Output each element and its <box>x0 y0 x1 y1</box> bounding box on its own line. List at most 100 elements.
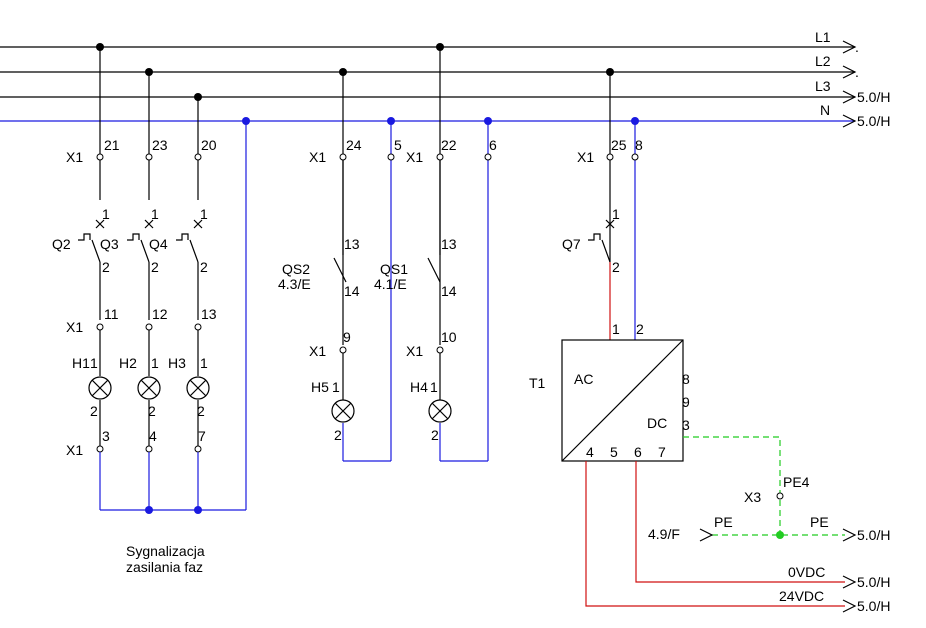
lamp-h4-symbol <box>428 399 452 423</box>
psu-pin-5: 5 <box>610 444 618 460</box>
bus-l2-label: L2 <box>815 53 831 69</box>
bus-l1-ref: . <box>855 39 859 55</box>
bus-l3-ref: 5.0/H <box>857 89 890 105</box>
psu-pin-2: 2 <box>636 321 644 337</box>
lamp-h1-symbol <box>88 376 112 400</box>
switch-qs1-ref: 4.1/E <box>374 276 407 292</box>
caption-line-1: Sygnalizacja <box>126 543 205 559</box>
terminal-marker <box>145 153 153 161</box>
bus-l2-ref: . <box>855 64 859 80</box>
bus-l1-label: L1 <box>815 29 831 45</box>
terminal-marker <box>194 153 202 161</box>
junction-dot <box>776 531 784 539</box>
pin-label: 2 <box>90 403 98 419</box>
pe-output-ref: 5.0/H <box>857 527 890 543</box>
strip-label-x1: X1 <box>406 149 423 165</box>
psu-pin-6: 6 <box>634 444 642 460</box>
junction-dot <box>145 506 153 514</box>
strip-label-x1: X1 <box>577 149 594 165</box>
terminal-marker <box>436 153 444 161</box>
terminal-marker <box>96 445 104 453</box>
output-24vdc-ref: 5.0/H <box>857 598 890 614</box>
psu-name: T1 <box>529 375 546 391</box>
junction-dot <box>194 506 202 514</box>
output-0vdc-label: 0VDC <box>788 564 825 580</box>
bus-n: N 5.0/H <box>0 102 890 129</box>
pe-source-ref: 4.9/F <box>648 526 680 542</box>
bus-l2: L2 . <box>0 53 859 80</box>
lamp-h1-label: H1 <box>72 355 90 371</box>
output-24vdc-label: 24VDC <box>779 588 824 604</box>
terminal-7: 7 <box>198 428 206 444</box>
lamp-h2-label: H2 <box>119 355 137 371</box>
lamp-h3-symbol <box>186 376 210 400</box>
terminal-24: 24 <box>346 137 362 153</box>
terminal-13: 13 <box>201 306 217 322</box>
bus-n-label: N <box>820 102 830 118</box>
junction-dot <box>484 117 492 125</box>
terminal-marker <box>194 445 202 453</box>
lamp-h3-label: H3 <box>168 355 186 371</box>
terminal-5: 5 <box>394 137 402 153</box>
psu-circuit: X1 25 8 1 2 Q7 T1 AC DC 1 2 8 9 3 4 5 6 … <box>529 68 890 614</box>
switch-qs1-label: QS1 <box>380 261 408 277</box>
terminal-12: 12 <box>152 306 168 322</box>
junction-dot <box>96 43 104 51</box>
terminal-10: 10 <box>441 329 457 345</box>
device-q7-label: Q7 <box>562 236 581 252</box>
pin-label: 1 <box>430 379 438 395</box>
bus-n-ref: 5.0/H <box>857 113 890 129</box>
switch-qs2-label: QS2 <box>282 261 310 277</box>
psu-t1-block <box>561 339 684 462</box>
terminal-marker <box>606 153 614 161</box>
caption-line-2: zasilania faz <box>126 559 203 575</box>
pin-label: 2 <box>197 403 205 419</box>
pin-label: 2 <box>612 259 620 275</box>
terminal-marker <box>194 323 202 331</box>
pe-left-label: PE <box>714 514 733 530</box>
device-q3-label: Q3 <box>100 236 119 252</box>
strip-label-x1: X1 <box>309 343 326 359</box>
pin-label: 2 <box>151 259 159 275</box>
terminal-marker <box>436 346 444 354</box>
switch-qs1-symbol <box>427 160 441 283</box>
psu-pin-9: 9 <box>682 394 690 410</box>
junction-dot <box>194 93 202 101</box>
switch-qs2-ref: 4.3/E <box>278 276 311 292</box>
terminal-marker <box>339 153 347 161</box>
terminal-22: 22 <box>441 137 457 153</box>
terminal-20: 20 <box>201 137 217 153</box>
phase-signalling-group: X1 21 23 20 1 1 1 <box>52 43 250 575</box>
terminal-4: 4 <box>149 428 157 444</box>
terminal-11: 11 <box>104 306 119 322</box>
breaker-q4-symbol <box>176 219 203 320</box>
terminal-9: 9 <box>343 329 351 345</box>
pin-label: 2 <box>431 427 439 443</box>
terminal-marker <box>96 153 104 161</box>
lamp-h4-label: H4 <box>410 379 428 395</box>
strip-label-x1: X1 <box>406 343 423 359</box>
device-q2-label: Q2 <box>52 236 71 252</box>
terminal-marker <box>339 346 347 354</box>
terminal-marker <box>145 323 153 331</box>
qs2-circuit: X1 24 5 13 14 QS2 4.3/E X1 9 H5 1 2 <box>278 68 402 462</box>
bus-l3-label: L3 <box>815 78 831 94</box>
lamp-h5-label: H5 <box>311 379 329 395</box>
pe-strip-label: X3 <box>744 489 761 505</box>
terminal-8: 8 <box>635 137 643 153</box>
bus-l3: L3 5.0/H <box>0 78 890 105</box>
terminal-6: 6 <box>489 137 497 153</box>
pin-label: 13 <box>344 236 360 252</box>
strip-label-x1: X1 <box>309 149 326 165</box>
terminal-marker <box>145 445 153 453</box>
strip-label-x1: X1 <box>66 442 83 458</box>
terminal-3: 3 <box>102 428 110 444</box>
junction-dot <box>387 117 395 125</box>
psu-pin-1: 1 <box>612 321 620 337</box>
terminal-marker <box>484 153 492 161</box>
terminal-25: 25 <box>611 137 627 153</box>
pe-right-label: PE <box>810 514 829 530</box>
pin-label: 1 <box>151 355 159 371</box>
pin-label: 1 <box>612 206 620 222</box>
